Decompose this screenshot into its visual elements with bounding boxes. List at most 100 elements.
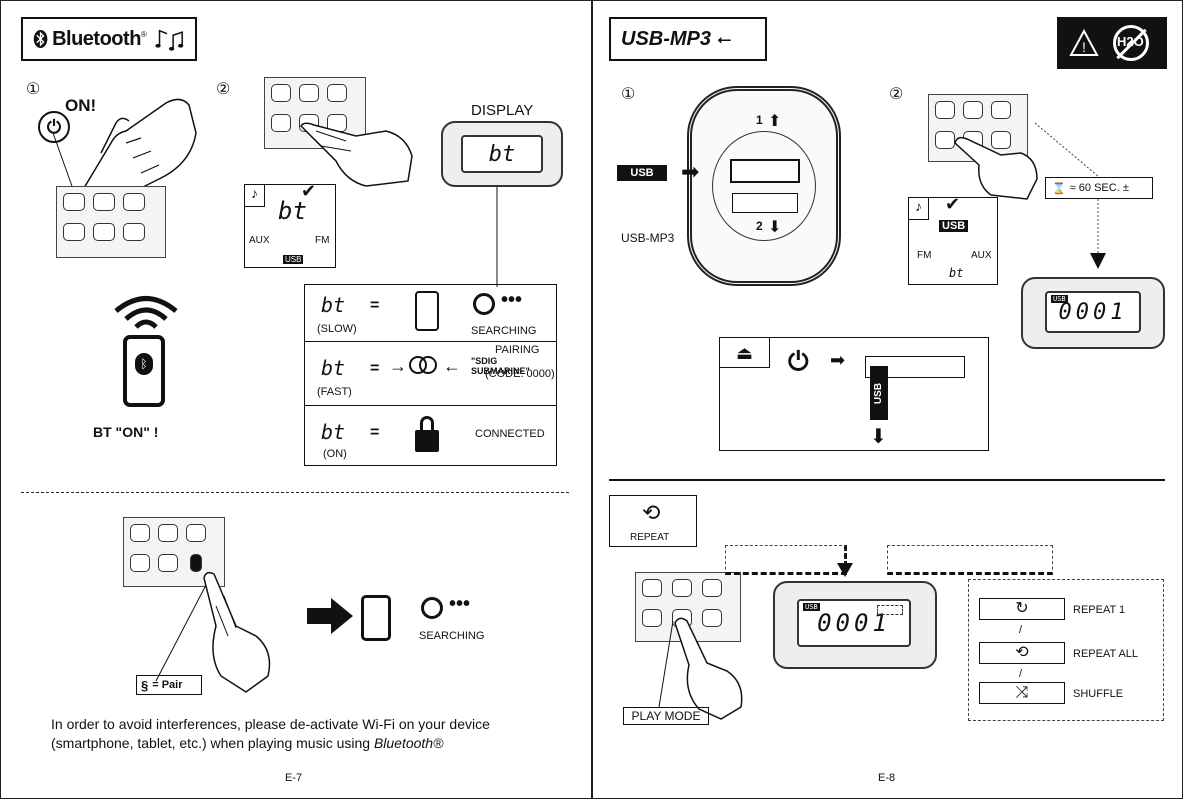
play-pause-button[interactable]: [991, 131, 1011, 149]
notice-line-2: (smartphone, tablet, etc.) when playing …: [51, 734, 490, 753]
volume-up-button[interactable]: [963, 101, 983, 119]
display-track-number: 0001: [817, 609, 891, 637]
prev-button[interactable]: [186, 524, 206, 542]
power-icon: ⏻: [788, 346, 809, 376]
smartphone-icon: ᛒ: [123, 335, 165, 407]
link-ring-icon: [419, 356, 437, 374]
status-row-searching: bt (SLOW) = ••• SEARCHING: [305, 285, 556, 342]
status-bt-symbol: bt: [321, 356, 346, 380]
step-1-marker: ①: [26, 81, 41, 98]
mode-button[interactable]: [130, 554, 150, 572]
display-usb-tag: USB: [803, 603, 820, 611]
music-note-icon: ♪: [245, 185, 265, 207]
volume-down-button[interactable]: [93, 223, 115, 241]
mode-fm: FM: [315, 235, 330, 246]
music-notes-icon: [155, 29, 184, 51]
repeat-all-icon[interactable]: ⟲: [979, 642, 1065, 664]
hand-pointer-icon: [203, 571, 271, 693]
status-pairing-name: "SDIG SUBMARINE": [471, 356, 530, 376]
ellipsis-icon: •••: [501, 289, 523, 311]
hand-pointer-icon: [674, 617, 743, 720]
eject-box: ⏏ ⏻ ➡ USB ⬇: [719, 337, 989, 451]
power-button[interactable]: [271, 84, 291, 102]
wireless-signal-icon: [114, 296, 178, 329]
repeat-box: ⟲ REPEAT: [609, 495, 697, 547]
eject-icon: ⏏: [720, 338, 770, 368]
usb-port-panel: [730, 159, 800, 183]
separator: /: [1019, 668, 1023, 680]
power-button[interactable]: [63, 193, 85, 211]
prev-button[interactable]: [123, 193, 145, 211]
pair-symbol-icon: §: [141, 677, 149, 693]
lock-icon: [415, 416, 439, 452]
prev-button[interactable]: [327, 84, 347, 102]
smartphone-icon: [361, 595, 391, 641]
hand-pointer-icon: [300, 122, 413, 187]
play-mode-button[interactable]: [642, 609, 662, 627]
usb-stick: USB: [870, 366, 888, 420]
speaker-grille: [712, 131, 816, 241]
arrow-left-icon: ←: [443, 356, 461, 376]
status-row-connected: bt (ON) = CONNECTED: [305, 406, 556, 465]
play-mode-options: ↻ REPEAT 1 / ⟲ REPEAT ALL / ⤨ SHUFFLE: [968, 579, 1164, 721]
power-button[interactable]: [130, 524, 150, 542]
power-button[interactable]: [935, 101, 955, 119]
play-pause-button[interactable]: [702, 609, 722, 627]
status-searching: SEARCHING: [471, 325, 537, 337]
timer-label: ≈ 60 SEC. ±: [1069, 182, 1129, 194]
play-pause-button[interactable]: [123, 223, 145, 241]
display-screen: USB 0001: [797, 599, 911, 647]
play-mode-label: PLAY MODE: [623, 707, 709, 725]
bt-mode-button[interactable]: [63, 223, 85, 241]
control-panel-1: [56, 186, 166, 258]
volume-up-button[interactable]: [158, 524, 178, 542]
arrow-right-icon: →: [389, 356, 407, 376]
usb-symbol-icon: ⭠: [717, 28, 732, 49]
usb-stick: USB: [617, 165, 667, 181]
display-track-number: 0001: [1058, 299, 1128, 325]
usb-mp3-label: USB-MP3: [621, 231, 675, 245]
bluetooth-header: Bluetooth ®: [21, 17, 197, 61]
status-connected: CONNECTED: [475, 428, 545, 440]
mode-dial-box: ♪ ✔ USB FM AUX bt: [908, 194, 998, 285]
volume-up-button[interactable]: [93, 193, 115, 211]
status-pairing: PAIRING: [495, 344, 540, 356]
status-row-pairing: bt (FAST) = → ← PAIRING "SDIG SUBMARINE"…: [305, 342, 556, 406]
warning-badge: ! H2O: [1057, 17, 1167, 69]
mode-fm: FM: [917, 250, 932, 261]
status-fast: (FAST): [317, 386, 352, 398]
step-2-marker: ②: [216, 81, 231, 98]
arrow-right-icon: ➡: [830, 350, 846, 370]
music-note-icon: ♪: [909, 198, 929, 220]
prev-button[interactable]: [991, 101, 1011, 119]
repeat-indicator-icon: [877, 605, 903, 615]
mode-button[interactable]: [271, 114, 291, 132]
display-title: DISPLAY: [471, 102, 534, 119]
pair-button[interactable]: [190, 554, 202, 572]
prev-button[interactable]: [702, 579, 722, 597]
repeat-one-icon[interactable]: ↻: [979, 598, 1065, 620]
volume-down-button[interactable]: [158, 554, 178, 572]
section-divider: [21, 492, 569, 493]
repeat-label: REPEAT: [630, 532, 670, 543]
volume-up-button[interactable]: [299, 84, 319, 102]
shuffle-label: SHUFFLE: [1073, 688, 1124, 700]
status-on: (ON): [323, 448, 347, 460]
mode-aux: AUX: [249, 235, 270, 246]
power-button[interactable]: [642, 579, 662, 597]
status-table: bt (SLOW) = ••• SEARCHING bt (FAST) = → …: [304, 284, 557, 466]
shuffle-icon[interactable]: ⤨: [979, 682, 1065, 704]
bt-on-label: BT "ON" !: [93, 424, 159, 440]
page-number: E-8: [878, 772, 896, 784]
mode-bt: bt: [949, 266, 964, 280]
mode-button[interactable]: [935, 131, 955, 149]
display-unit: bt: [441, 121, 563, 187]
bluetooth-brand: Bluetooth: [52, 27, 141, 50]
status-bt-symbol: bt: [321, 293, 346, 317]
page-number: E-7: [285, 772, 303, 784]
mode-usb: USB: [283, 255, 304, 264]
magnifier-icon: [421, 597, 443, 619]
volume-up-button[interactable]: [672, 579, 692, 597]
display-screen: bt: [461, 135, 543, 173]
right-page: USB-MP3 ⭠ ! H2O ① ② 1 ⬆ 2 ⬇ USB ➡ USB-MP…: [592, 0, 1183, 799]
